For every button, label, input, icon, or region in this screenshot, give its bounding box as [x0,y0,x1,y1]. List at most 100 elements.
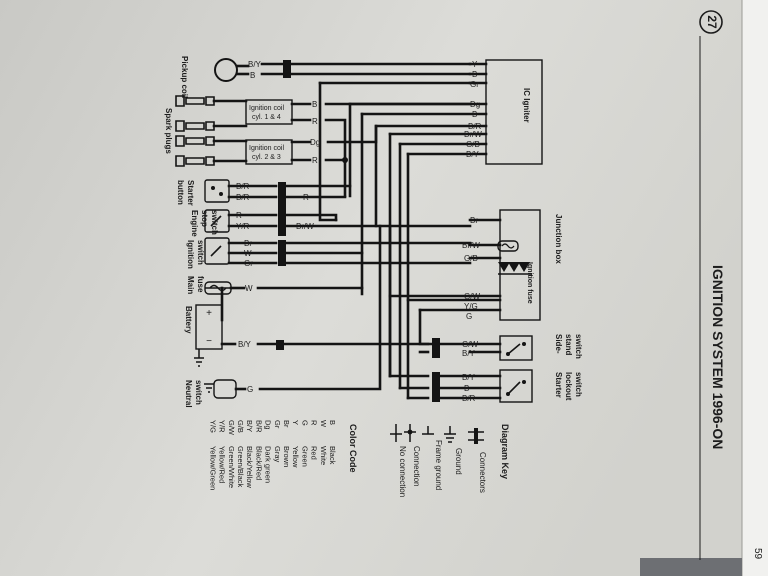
engine-stop-switch-icon [204,209,230,233]
diagram-key-title: Diagram Key [500,424,510,479]
connector-block [278,182,286,236]
color-code-name: Gray [273,446,282,463]
diagram-key: Diagram Key Connectors Ground Frame grou… [390,424,510,497]
ignition-switch-label: Ignition switch [186,240,205,271]
ignition-fuse-label: Ignition fuse [526,262,533,304]
ignition-coil-2-3 [245,139,293,165]
svg-text:Br: Br [244,239,252,248]
diode-icons [498,262,532,275]
svg-text:B/Y: B/Y [238,340,252,349]
ic-igniter-box [485,59,543,165]
key-ground-label: Ground [454,448,463,475]
svg-text:Pickup coil: Pickup coil [180,56,189,98]
svg-text:Gr: Gr [470,80,479,89]
svg-text:B: B [472,110,477,119]
ignition-coil-14-label: Ignition coil cyl. 1 & 4 [249,105,286,121]
main-fuse-label: Main fuse [186,276,205,296]
svg-text:Y: Y [472,60,478,69]
svg-text:G/B: G/B [466,140,480,149]
color-code-name: Yellow/Green [208,446,217,490]
svg-text:B/Y: B/Y [462,373,476,382]
ignition-coil-1-4 [245,99,293,125]
ignition-fuse-icon [497,240,519,252]
svg-text:R: R [303,193,309,202]
engine-stop-switch-label: Engine stop switch [190,210,219,239]
ground-key-icon [444,426,456,443]
page-number-badge: 27 [699,10,723,34]
component-labels: Pickup coil Ignition coil cyl. 1 & 4 Ign… [164,56,583,410]
color-code-abbrev: Y/R [218,420,227,433]
color-code-name: Green [300,446,309,467]
svg-text:B: B [312,100,317,109]
color-code-title: Color Code [348,424,358,473]
key-connection-label: Connection [412,446,421,486]
battery-icon [195,304,223,350]
ignition-coil-23-label: Ignition coil cyl. 2 & 3 [249,145,286,161]
svg-text:R: R [312,156,318,165]
svg-text:27: 27 [705,15,719,29]
svg-text:B/R: B/R [236,193,250,202]
starter-button-icon [204,179,230,203]
spark-plug-icon [175,95,215,167]
connectors-key-icon [468,428,484,444]
color-code-name: Black/Red [254,446,263,480]
color-code-abbrev: G/B [236,420,245,433]
color-code-name: Yellow/Red [218,446,227,483]
color-code-abbrev: W [319,420,328,428]
color-code-abbrev: Dg [264,420,273,430]
svg-text:B: B [472,70,477,79]
starter-lockout-switch-icon [499,369,533,403]
connector-block [278,240,286,266]
color-code-name: Green/Black [236,446,245,488]
color-code-abbrev: G/W [227,420,236,436]
frame-ground-key-icon [422,426,434,435]
svg-text:Y/R: Y/R [236,222,250,231]
color-code-abbrev: Gr [273,420,282,429]
svg-text:R: R [236,211,242,220]
svg-text:B/R: B/R [468,122,482,131]
svg-text:G/W: G/W [464,292,480,301]
key-no-connection-label: No connection [398,446,407,497]
pickup-coil-label: Pickup coil [180,56,189,98]
svg-text:W: W [244,249,252,258]
svg-text:B: B [464,384,469,393]
svg-text:B/Y: B/Y [466,150,480,159]
color-code-abbrev: Y/G [208,420,217,433]
side-page-number: 59 [752,548,763,560]
color-code-abbrev: G [300,420,309,426]
key-frame-ground-label: Frame ground [434,440,443,490]
color-code-abbrev: R [310,420,319,426]
color-code-name: White [319,446,328,465]
neutral-switch-label: Neutral switch [184,380,203,410]
wire-labels: B/Y B B R Dg R B/R B/R R R Y/R Br/W Br W… [236,60,482,403]
starter-lockout-switch-label: Starter lockout switch [554,372,583,403]
color-code-name: Green/White [227,446,236,488]
diagram-title: IGNITION SYSTEM 1996-ON [710,265,726,449]
svg-text:B/Y: B/Y [462,349,476,358]
svg-text:R: R [312,117,318,126]
no-connection-key-icon [390,424,402,442]
svg-text:Br: Br [470,216,478,225]
color-code-name: Yellow [291,446,300,468]
color-code-abbrev: B [328,420,337,425]
color-code-abbrev: Br [282,420,291,428]
svg-text:+: + [206,308,212,319]
color-code: Color Code BBlackWWhiteRRedGGreenYYellow… [208,420,358,490]
svg-text:B: B [250,71,255,80]
connection-key-icon [404,424,416,442]
starter-button-label: Starter button [176,180,195,208]
svg-text:W: W [245,284,253,293]
ignition-switch-icon [204,237,230,265]
color-code-list: BBlackWWhiteRRedGGreenYYellowBrBrownGrGr… [208,420,337,490]
junction-box-label: Junction box [554,214,563,264]
svg-text:Dg: Dg [470,100,480,109]
svg-text:Dg: Dg [310,138,320,147]
svg-text:B/R: B/R [236,182,250,191]
spark-plugs-label: Spark plugs [164,108,173,154]
svg-text:G/W: G/W [462,340,478,349]
side-stand-switch-label: Side- stand switch [554,334,583,359]
color-code-name: Brown [282,446,291,467]
pickup-coil-icon [214,58,238,82]
color-code-name: Black [328,446,337,465]
